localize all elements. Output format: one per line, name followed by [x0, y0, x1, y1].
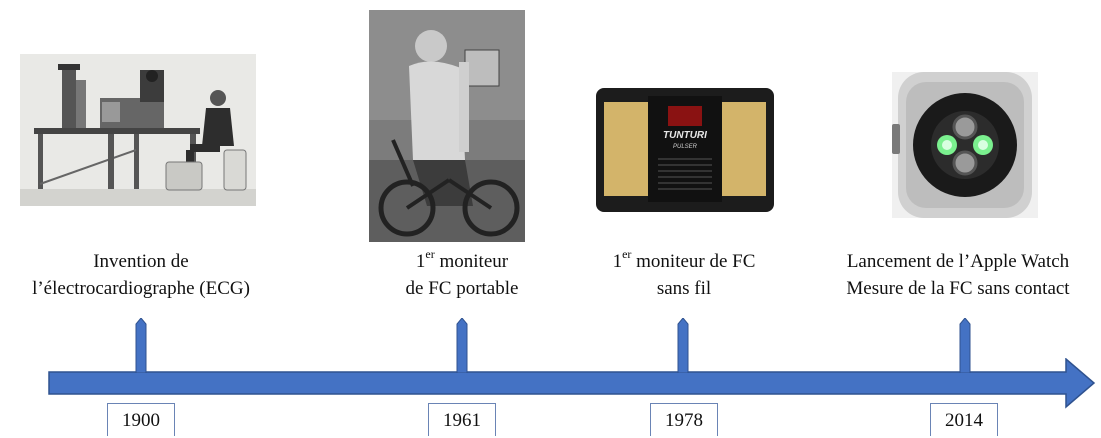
year-label-2014: 2014 [930, 403, 998, 436]
caption-portable-line1: 1er moniteur [372, 248, 552, 275]
caption-ecg-line1: Invention de [93, 251, 189, 272]
caption-ecg-line2: l’électrocardiographe (ECG) [32, 278, 250, 299]
caption-portable: 1er moniteur de FC portable [372, 248, 552, 302]
caption-apple-watch-line1: Lancement de l’Apple Watch [846, 251, 1070, 272]
tick-2014 [959, 318, 971, 373]
tick-1961 [456, 318, 468, 373]
caption-wireless-line1: 1er moniteur de FC [584, 248, 784, 275]
year-label-1978: 1978 [650, 403, 718, 436]
tick-1978 [677, 318, 689, 373]
portable-monitor-photo [369, 10, 525, 242]
caption-portable-line2: de FC portable [405, 278, 519, 299]
tunturi-pulser-photo: TUNTURI PULSER [582, 78, 782, 224]
caption-portable-ordinal: 1 [415, 251, 426, 272]
ecg-photo [20, 54, 256, 206]
year-label-1900: 1900 [107, 403, 175, 436]
model-text: PULSER [673, 144, 698, 150]
caption-wireless: 1er moniteur de FC sans fil [584, 248, 784, 302]
tick-1900 [135, 318, 147, 373]
brand-text: TUNTURI [663, 130, 707, 141]
timeline-arrow [48, 358, 1096, 409]
caption-portable-sup: er [425, 246, 435, 261]
caption-ecg: Invention de l’électrocardiographe (ECG) [30, 248, 252, 302]
caption-wireless-sup: er [622, 246, 632, 261]
apple-watch-photo [892, 72, 1038, 218]
caption-portable-rest: moniteur [434, 251, 509, 272]
year-label-1961: 1961 [428, 403, 496, 436]
caption-apple-watch: Lancement de l’Apple Watch Mesure de la … [820, 248, 1096, 302]
caption-wireless-rest: moniteur de FC [631, 251, 756, 272]
timeline-arrow-shape [48, 358, 1096, 409]
caption-apple-watch-line2: Mesure de la FC sans contact [846, 278, 1070, 299]
caption-wireless-ordinal: 1 [612, 251, 623, 272]
caption-wireless-line2: sans fil [656, 278, 712, 299]
